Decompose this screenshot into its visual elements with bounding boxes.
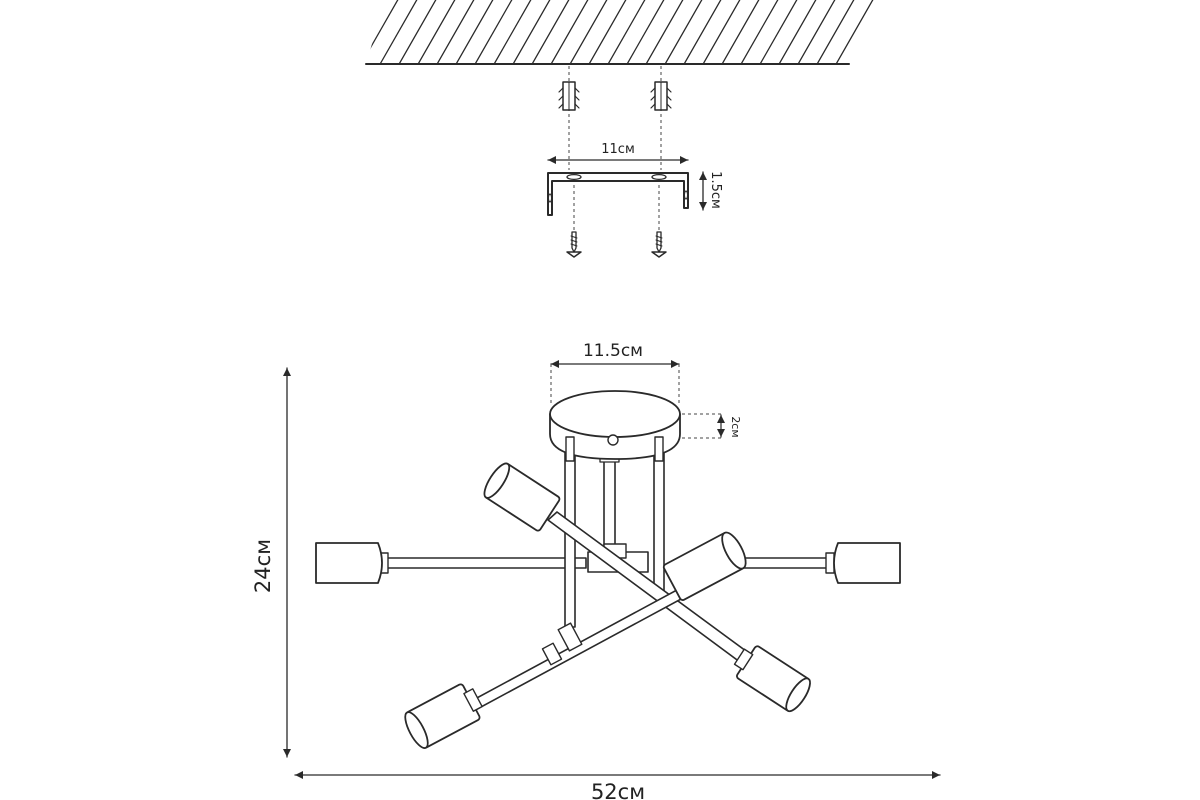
hatch-line	[853, 0, 882, 64]
hatch-line	[366, 0, 401, 64]
hatch-line	[701, 0, 743, 64]
ceiling-hatch	[365, 0, 932, 66]
hatch-line	[720, 0, 762, 64]
hatch-line	[587, 0, 629, 64]
lamp-shade-far-right	[833, 542, 901, 584]
screw-left	[566, 231, 582, 258]
wall-plug-left	[558, 66, 580, 170]
hatch-line	[739, 0, 781, 64]
bracket-width-dimension: 11см	[547, 142, 689, 164]
hatch-line	[378, 0, 420, 64]
bracket-height-dimension: 1.5см	[699, 171, 723, 211]
hatch-line	[872, 0, 882, 64]
bracket-height-label: 1.5см	[708, 171, 723, 209]
canopy-width-label: 11.5см	[583, 341, 643, 361]
ceiling-canopy	[549, 390, 681, 462]
lamp-shade-lower-left	[404, 683, 483, 749]
hatch-line	[663, 0, 705, 64]
hatch-line	[568, 0, 610, 64]
hatch-line	[815, 0, 857, 64]
hatch-line	[625, 0, 667, 64]
lamp-shade-center-right	[662, 531, 747, 601]
hatch-line	[758, 0, 800, 64]
canopy-width-dimension: 11.5см	[550, 341, 680, 405]
wall-plug-right	[650, 66, 672, 170]
hatch-line	[397, 0, 439, 64]
bracket-width-label: 11см	[601, 142, 635, 157]
total-height-label: 24см	[251, 539, 275, 593]
hatch-line	[606, 0, 648, 64]
hatch-line	[416, 0, 458, 64]
lamp-shade-far-left	[315, 542, 383, 584]
mounting-bracket	[547, 172, 689, 230]
canopy-height-dimension: 2см	[682, 413, 742, 439]
total-height-dimension: 24см	[251, 367, 291, 758]
hatch-line	[682, 0, 724, 64]
total-width-dimension: 52см	[294, 771, 941, 800]
chandelier	[315, 390, 901, 749]
hatch-line	[492, 0, 534, 64]
hatch-line	[549, 0, 591, 64]
hatch-line	[435, 0, 477, 64]
hatch-line	[892, 0, 932, 66]
hatch-line	[530, 0, 572, 64]
total-width-label: 52см	[591, 780, 645, 800]
canopy-height-label: 2см	[729, 416, 742, 437]
hatch-line	[796, 0, 838, 64]
hatch-line	[777, 0, 819, 64]
lamp-shade-lower-right	[733, 645, 811, 713]
lamp-shade-upper-left	[483, 462, 561, 532]
hatch-line	[644, 0, 686, 64]
hatch-line	[473, 0, 515, 64]
arm-diagonal-lower-left	[461, 576, 708, 715]
screw-right	[651, 231, 667, 258]
hatch-line	[454, 0, 496, 64]
hatch-line	[834, 0, 876, 64]
hatch-line	[511, 0, 553, 64]
